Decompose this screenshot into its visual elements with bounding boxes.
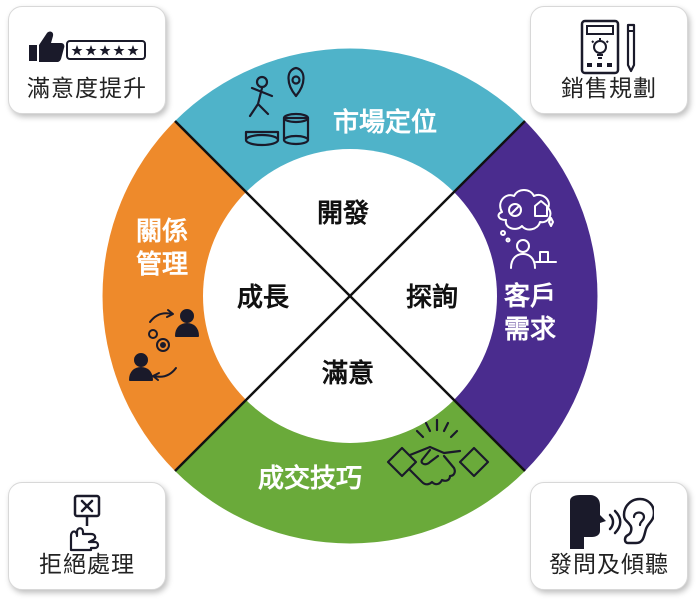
inner-label-satisfy: 滿意 [322, 358, 374, 389]
card-sales-planning: 銷售規劃 [530, 6, 688, 114]
label-market-positioning: 市場定位 [333, 107, 437, 138]
customer-thinking-icon [497, 189, 557, 269]
inner-label-grow: 成長 [237, 283, 290, 313]
inner-label-develop: 開發 [317, 199, 370, 229]
relationship-gears-icon [129, 309, 199, 381]
card-ask-and-listen: 發問及傾聽 [530, 482, 688, 590]
label-relationship-2: 管理 [136, 250, 188, 280]
planning-calculator-icon [531, 17, 687, 77]
label-closing-skills: 成交技巧 [258, 463, 362, 494]
reject-sign-icon [9, 493, 165, 553]
card-label-objection: 拒絕處理 [39, 552, 135, 578]
card-objection-handling: 拒絕處理 [8, 482, 166, 590]
thumbs-up-rating-icon [9, 17, 165, 77]
card-label-ask-listen: 發問及傾聽 [549, 552, 669, 578]
divider-line-2 [174, 120, 526, 472]
inner-label-inquire: 探詢 [406, 282, 458, 313]
label-relationship-1: 關係 [136, 217, 188, 247]
label-customer-needs-2: 需求 [504, 315, 556, 345]
speak-listen-icon [531, 493, 687, 553]
card-label-satisfaction: 滿意度提升 [27, 76, 147, 102]
card-label-planning: 銷售規劃 [561, 76, 657, 102]
label-customer-needs-1: 客戶 [504, 281, 556, 312]
handshake-icon [386, 418, 490, 486]
card-satisfaction-improvement: 滿意度提升 [8, 6, 166, 114]
climb-goal-icon [244, 66, 310, 147]
